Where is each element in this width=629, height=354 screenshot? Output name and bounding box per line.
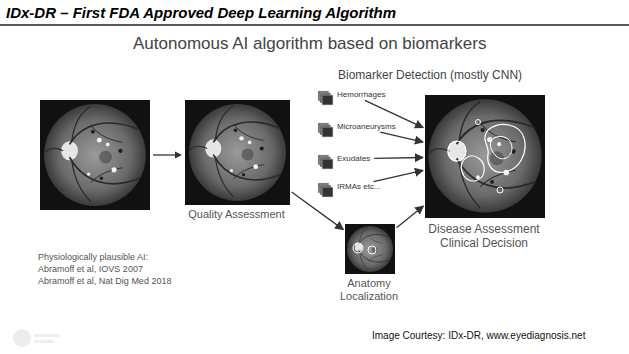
flow-arrow bbox=[374, 157, 423, 159]
lesion-spots bbox=[476, 128, 516, 184]
section-heading: Biomarker Detection (mostly CNN) bbox=[338, 68, 522, 82]
node-label: Exudates bbox=[337, 154, 370, 164]
lesion-contour bbox=[490, 136, 512, 158]
cnn-stack bbox=[318, 123, 333, 137]
logo-mark bbox=[34, 340, 54, 343]
title-rule bbox=[0, 24, 629, 26]
lesion-spots bbox=[230, 128, 264, 176]
citation: Abramoff et al, Nat Dig Med 2018 bbox=[38, 276, 171, 286]
biomarker-item: Exudates bbox=[318, 154, 372, 164]
stack-layer bbox=[322, 159, 333, 169]
flow-arrow bbox=[374, 170, 423, 181]
image-frame bbox=[185, 100, 290, 205]
fundus-image bbox=[428, 99, 541, 212]
image-panel: Quality Assessment bbox=[185, 100, 290, 221]
node-label: Anatomy Localization bbox=[335, 277, 403, 303]
node-label: Disease Assessment Clinical Decision bbox=[425, 222, 543, 251]
logo-mark bbox=[13, 329, 31, 347]
flow-arrow bbox=[380, 132, 423, 142]
disc-marker bbox=[353, 243, 363, 253]
biomarker-item: IRMAs etc... bbox=[318, 182, 383, 192]
arrow-head bbox=[175, 152, 182, 159]
citation: Abramoff et al, IOVS 2007 bbox=[38, 264, 143, 274]
cnn-stack bbox=[318, 183, 333, 197]
cnn-stack bbox=[318, 155, 333, 169]
logo-mark bbox=[34, 334, 60, 337]
image-frame bbox=[345, 224, 395, 274]
flow-arrow bbox=[153, 154, 178, 155]
subtitle: Autonomous AI algorithm based on biomark… bbox=[133, 34, 486, 54]
lesion-contour bbox=[485, 124, 525, 172]
fundus-image bbox=[44, 104, 146, 206]
image-credit: Image Courtesy: IDx-DR, www.eyediagnosis… bbox=[372, 330, 585, 341]
stack-layer bbox=[322, 127, 333, 137]
stack-layer bbox=[322, 95, 333, 105]
disc-contour bbox=[448, 141, 466, 161]
flow-arrow bbox=[292, 192, 344, 230]
image-frame bbox=[40, 100, 150, 210]
fundus-image bbox=[347, 226, 393, 272]
fovea-marker bbox=[368, 246, 376, 254]
image-frame bbox=[425, 95, 545, 218]
citation: Physiologically plausible AI: bbox=[38, 252, 148, 262]
flow-arrow bbox=[397, 206, 424, 228]
lesion-spots bbox=[87, 130, 123, 180]
node-label: Quality Assessment bbox=[185, 208, 288, 221]
stack-layer bbox=[322, 187, 333, 197]
slide-title: IDx-DR – First FDA Approved Deep Learnin… bbox=[6, 4, 396, 21]
cnn-stack bbox=[318, 91, 333, 105]
lesion-contour bbox=[476, 120, 481, 125]
fundus-image bbox=[189, 104, 286, 201]
image-panel: Disease Assessment Clinical Decision bbox=[425, 95, 545, 251]
node-label: IRMAs etc... bbox=[337, 182, 381, 192]
lesion-contour bbox=[497, 187, 503, 193]
lesion-contour bbox=[461, 156, 484, 181]
image-panel: Anatomy Localization bbox=[335, 224, 405, 303]
connectors bbox=[292, 100, 424, 229]
node-label: Hemorrhages bbox=[337, 90, 385, 100]
biomarker-item: Microaneurysms bbox=[318, 122, 398, 132]
biomarker-item: Hemorrhages bbox=[318, 90, 387, 100]
node-label: Microaneurysms bbox=[337, 122, 396, 132]
